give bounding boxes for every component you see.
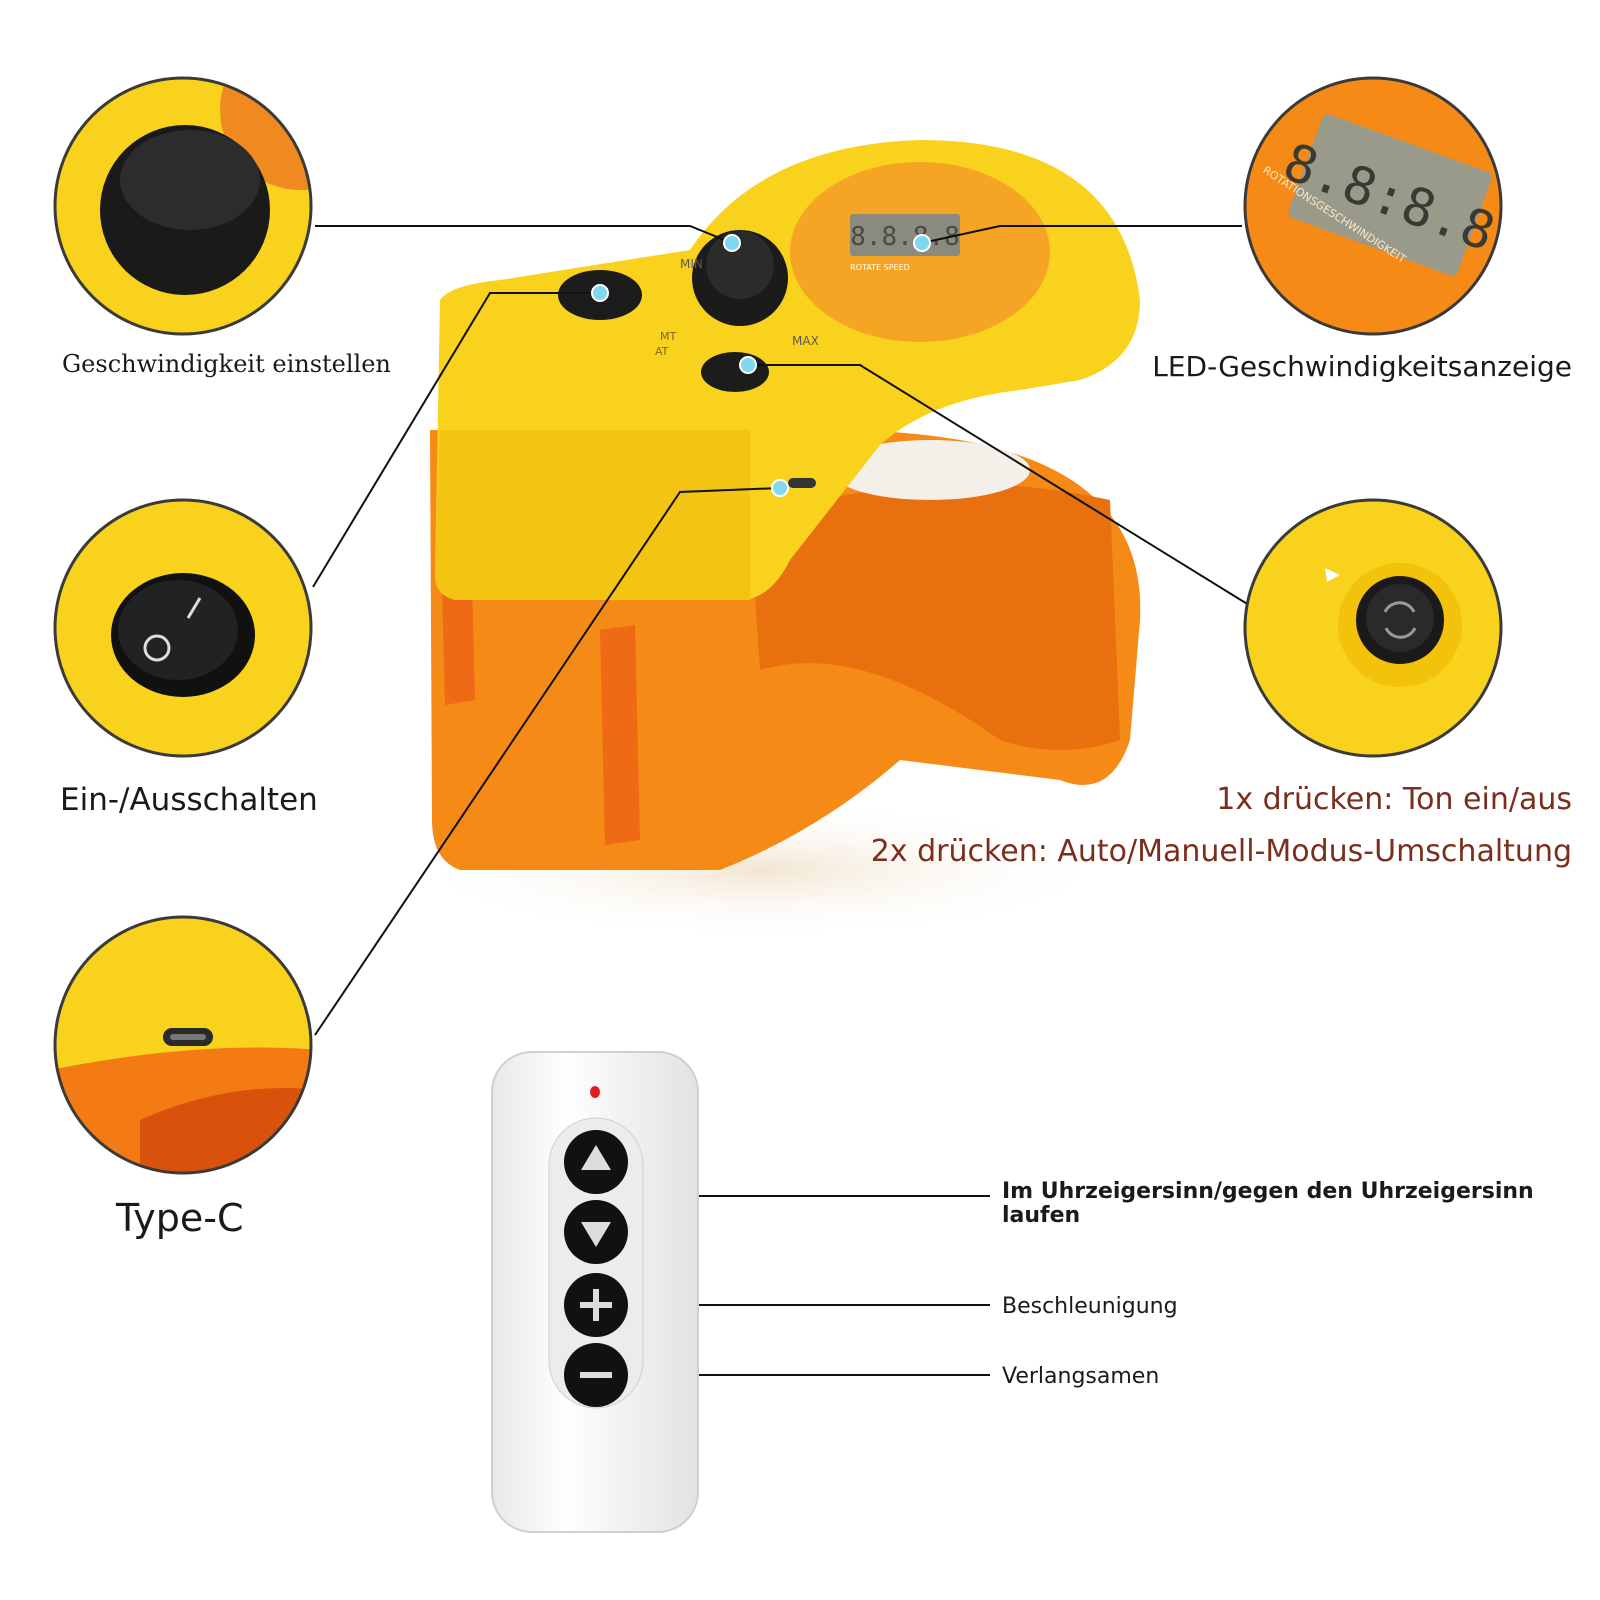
label-power: Ein-/Ausschalten	[60, 782, 318, 818]
knob-max-label: MAX	[792, 334, 819, 348]
housing-front-face	[435, 430, 750, 600]
led-digits: 8.8.8.8	[850, 222, 960, 252]
bowl-inner	[750, 484, 1120, 750]
up-arrow-icon	[581, 1145, 611, 1170]
label-slow-down: Verlangsamen	[1002, 1364, 1160, 1389]
zoom-knob	[55, 78, 311, 334]
zoom-led-display: 8.8:8.8 ROTATIONSGESCHWINDIGKEIT	[1245, 78, 1501, 334]
typec-port	[788, 478, 816, 488]
led-display	[850, 214, 960, 256]
down-arrow-icon	[581, 1222, 611, 1247]
mode-at-label: AT	[655, 345, 669, 358]
knob-min-label: MIN	[680, 257, 703, 271]
label-direction: Im Uhrzeigersinn/gegen den Uhrzeigersinn…	[1002, 1179, 1534, 1228]
zoom-mode-button	[1245, 500, 1501, 756]
label-speed-adjust: Geschwindigkeit einstellen	[62, 350, 391, 378]
label-led-display: LED-Geschwindigkeitsanzeige	[1152, 350, 1572, 383]
label-press-once: 1x drücken: Ton ein/aus	[1216, 782, 1572, 817]
handle-front	[600, 625, 640, 845]
remote-control	[491, 1051, 699, 1533]
label-press-twice: 2x drücken: Auto/Manuell-Modus-Umschaltu…	[870, 834, 1572, 869]
label-accelerate: Beschleunigung	[1002, 1294, 1178, 1319]
zoom-typec	[55, 917, 311, 1173]
display-caption: ROTATE SPEED	[850, 263, 910, 272]
pool-spinner-device: 8.8.8.8 ROTATE SPEED MIN MAX MT AT	[400, 140, 1141, 940]
minus-icon	[580, 1372, 612, 1378]
mode-button	[701, 352, 769, 392]
zoom-power-switch	[55, 500, 311, 756]
remote-led	[590, 1086, 600, 1098]
label-typec: Type-C	[116, 1196, 244, 1240]
bowl-white-disk	[830, 440, 1030, 500]
mode-mt-label: MT	[660, 330, 676, 343]
